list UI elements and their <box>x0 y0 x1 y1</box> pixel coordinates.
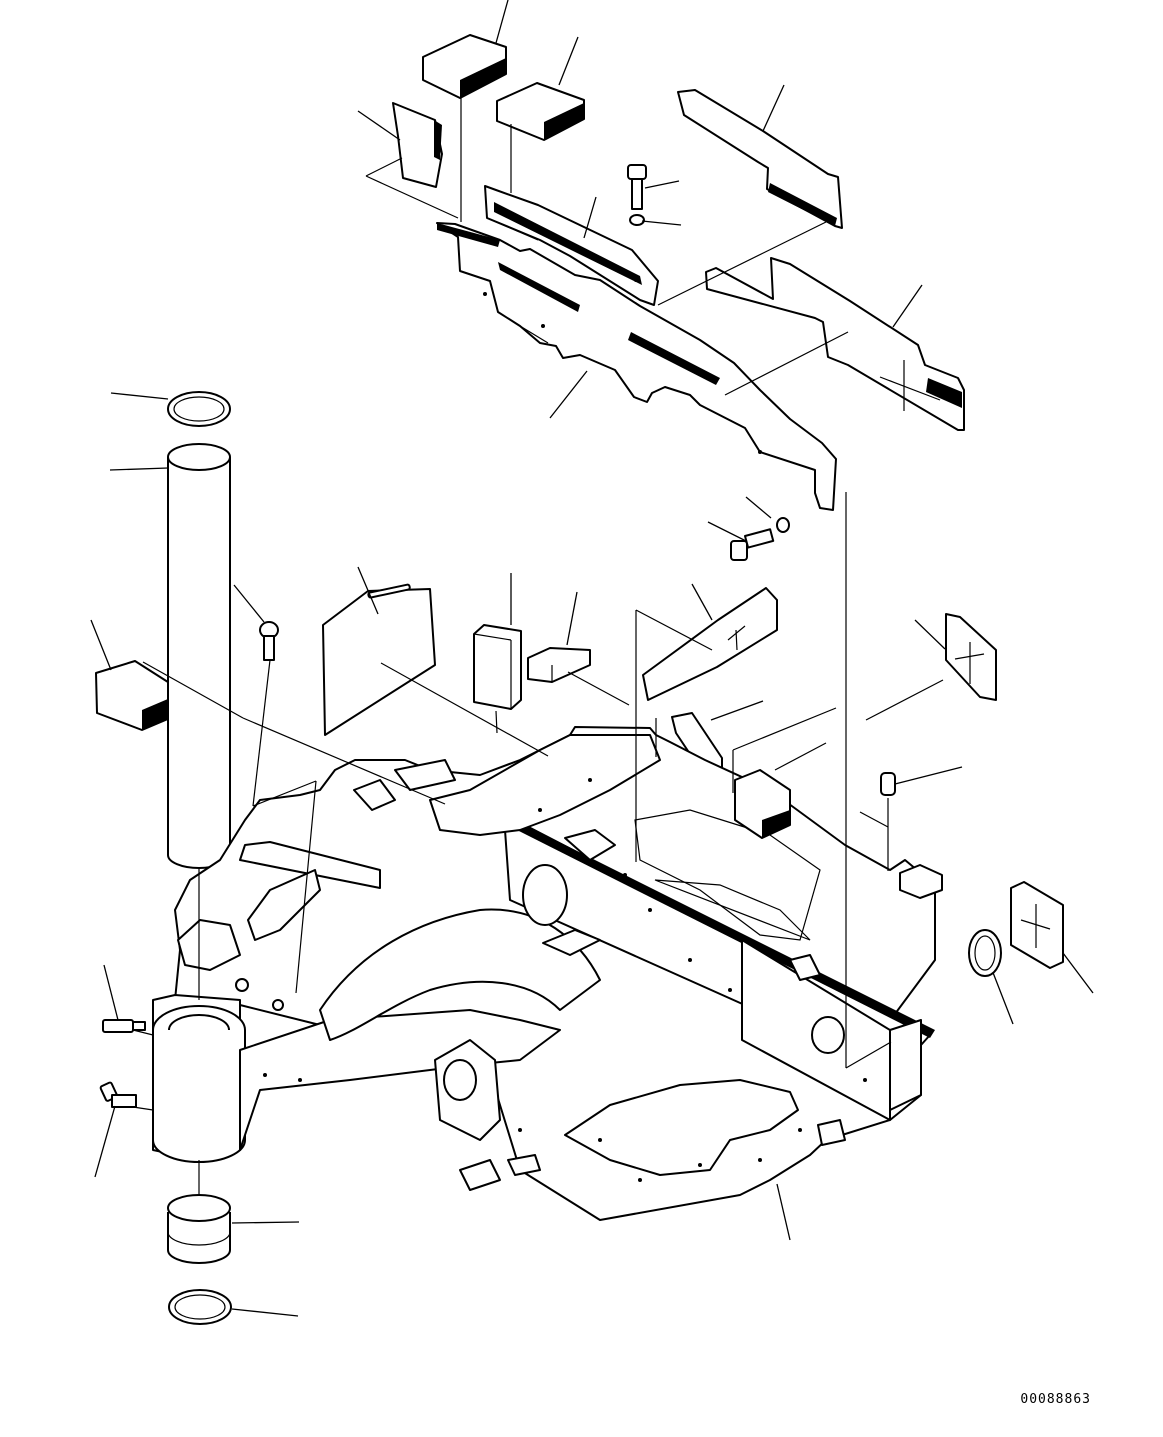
side-bolt <box>730 517 790 561</box>
bushing-lower <box>167 1194 231 1264</box>
seal-ring-upper <box>167 391 231 427</box>
bushing-upper <box>167 443 231 869</box>
leader-lines <box>90 0 1094 1317</box>
upper-right-cover-plate <box>677 89 843 229</box>
main-mounting-plate <box>436 222 837 511</box>
top-block-left <box>422 34 507 99</box>
push-rivet-clip <box>259 621 279 661</box>
tall-block <box>473 624 522 710</box>
top-block-right <box>496 82 585 141</box>
grease-fitting-upper <box>102 1019 146 1033</box>
upper-mid-cover-plate <box>484 185 659 306</box>
upper-bolt <box>627 164 647 226</box>
flat-cover-plate <box>322 583 436 736</box>
revolving-frame <box>152 726 943 1221</box>
square-pad-lower-right <box>1010 881 1064 969</box>
grease-fitting-lower <box>99 1081 137 1108</box>
step-block <box>527 647 591 683</box>
seal-ring-lower <box>168 1289 232 1325</box>
seal-collar-right <box>968 929 1002 977</box>
figure-number: 00088863 <box>1020 1392 1091 1407</box>
square-pad-right <box>945 613 997 701</box>
small-bracket-top-left <box>392 102 443 188</box>
wedge-block <box>642 587 778 701</box>
right-long-cover-plate <box>705 257 965 431</box>
small-pin <box>880 772 896 796</box>
